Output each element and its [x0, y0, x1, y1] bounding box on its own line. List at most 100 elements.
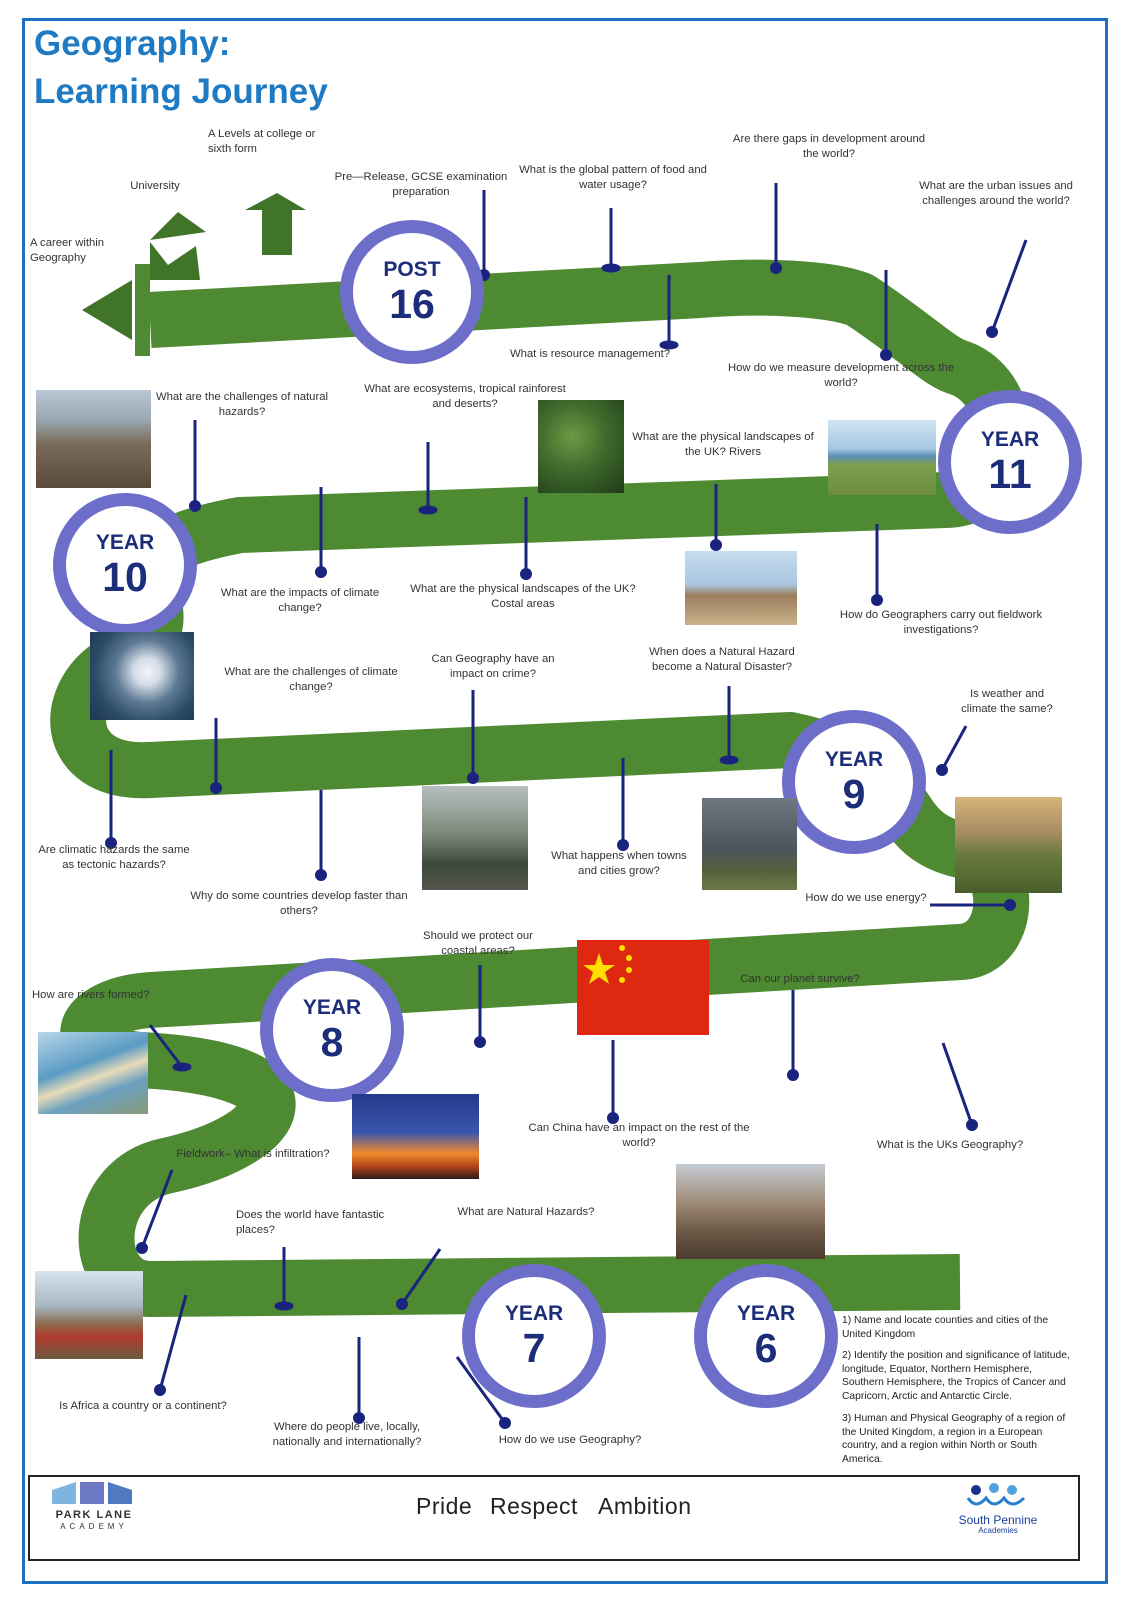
- connector-pin: [136, 1242, 148, 1254]
- photo-africa: [35, 1271, 143, 1359]
- badge-word: YEAR: [980, 428, 1040, 451]
- q-natural-hazards-challenges: What are the challenges of natural hazar…: [155, 391, 329, 418]
- badge-number: 9: [842, 771, 866, 817]
- badge-word: YEAR: [824, 748, 884, 771]
- dest-university: University: [130, 180, 180, 192]
- badge-year8: YEAR 8: [260, 958, 404, 1102]
- badge-year6: YEAR 6: [694, 1264, 838, 1408]
- connector-pin: [966, 1119, 978, 1131]
- badge-number: 10: [102, 554, 148, 600]
- q-resource: What is resource management?: [509, 348, 671, 360]
- photo-hurricane: [90, 632, 194, 720]
- connector-pin: [154, 1384, 166, 1396]
- school-logo-icon: [52, 1482, 132, 1504]
- q-where-live: Where do people live, locally, nationall…: [272, 1421, 422, 1448]
- school-sub: ACADEMY: [60, 1522, 128, 1531]
- connector-pin: [986, 326, 998, 338]
- university-arrowhead: [150, 212, 206, 240]
- connector-pin: [105, 837, 117, 849]
- connector-pin: [871, 594, 883, 606]
- badge-post16: POST 16: [340, 220, 484, 364]
- q-measure-dev: How do we measure development across the…: [727, 362, 955, 389]
- connector-pin: [936, 764, 948, 776]
- badge-word: YEAR: [302, 996, 362, 1019]
- connector-pin: [770, 262, 782, 274]
- q-rivers-formed: How are rivers formed?: [32, 989, 150, 1001]
- connector-line: [400, 1248, 442, 1305]
- connector-pin: [1004, 899, 1016, 911]
- badge-year11: YEAR 11: [938, 390, 1082, 534]
- q-protect-coast: Should we protect our coastal areas?: [423, 930, 533, 957]
- photo-landscape: [955, 797, 1062, 893]
- trust-name: South Pennine: [958, 1513, 1038, 1527]
- journey-path: [50, 259, 1032, 1317]
- motto-respect: Respect: [490, 1493, 578, 1519]
- q-energy: How do we use energy?: [805, 892, 927, 904]
- connector-pin: [601, 263, 621, 273]
- q-fieldwork: How do Geographers carry out fieldwork i…: [839, 609, 1043, 636]
- page-title-line2: Learning Journey: [34, 72, 328, 111]
- connector-pin: [274, 1301, 294, 1311]
- connector-pin: [710, 539, 722, 551]
- q-weather: Is weather and climate the same?: [961, 688, 1053, 715]
- footer-bar: [28, 1475, 1080, 1561]
- q-climate-challenges: What are the challenges of climate chang…: [224, 666, 398, 693]
- connector-line: [158, 1294, 188, 1391]
- connector-pin: [172, 1062, 192, 1072]
- connector-line: [990, 239, 1028, 333]
- badge-word: POST: [383, 258, 441, 281]
- alevels-arrowhead: [245, 193, 306, 210]
- connector-line: [455, 1356, 507, 1424]
- photo-police: [422, 786, 528, 890]
- photo-hazard-debris: [36, 390, 151, 488]
- connector-pin: [787, 1069, 799, 1081]
- career-arrow: [135, 264, 150, 356]
- curriculum-note-1: 1) Name and locate counties and cities o…: [842, 1315, 1049, 1340]
- photo-earthquake: [676, 1164, 825, 1259]
- connector-pin: [418, 505, 438, 515]
- photo-river-estuary: [38, 1032, 148, 1114]
- connector-line: [940, 725, 968, 771]
- q-natural-hazards: What are Natural Hazards?: [457, 1206, 595, 1218]
- trust-sub: Academies: [978, 1526, 1018, 1535]
- flag-china: [577, 940, 709, 1035]
- q-fantastic-places: Does the world have fantastic places?: [236, 1209, 385, 1236]
- badge-number: 11: [988, 451, 1032, 497]
- badge-number: 7: [522, 1325, 546, 1371]
- page-title-line1: Geography:: [34, 24, 231, 63]
- photo-coastal-erosion: [685, 551, 797, 625]
- q-coastal-uk: What are the physical landscapes of the …: [410, 583, 636, 610]
- badge-year10: YEAR 10: [53, 493, 197, 637]
- q-crime: Can Geography have an impact on crime?: [431, 653, 555, 680]
- q-develop-faster: Why do some countries develop faster tha…: [190, 890, 408, 917]
- q-natural-disaster: When does a Natural Hazard become a Natu…: [649, 646, 795, 673]
- q-africa: Is Africa a country or a continent?: [59, 1400, 227, 1412]
- dest-career: A career within Geography: [30, 237, 105, 264]
- q-food-water: What is the global pattern of food and w…: [519, 164, 707, 191]
- connector-pin: [315, 869, 327, 881]
- curriculum-note-3: 3) Human and Physical Geography of a reg…: [842, 1413, 1066, 1465]
- q-uk-geography: What is the UKs Geography?: [876, 1139, 1024, 1151]
- connector-line: [148, 1024, 184, 1068]
- badge-word: YEAR: [504, 1302, 564, 1325]
- connector-pin: [499, 1417, 511, 1429]
- q-planet: Can our planet survive?: [740, 973, 860, 985]
- badge-year7: YEAR 7: [462, 1264, 606, 1408]
- connector-pin: [396, 1298, 408, 1310]
- career-arrowhead: [82, 280, 132, 340]
- q-post16-prep: Pre—Release, GCSE examination preparatio…: [334, 171, 508, 198]
- badge-number: 8: [320, 1019, 344, 1065]
- dest-alevels: A Levels at college or sixth form: [208, 128, 316, 155]
- connector-pin: [315, 566, 327, 578]
- connector-pin: [474, 1036, 486, 1048]
- photo-tornado: [702, 798, 797, 890]
- q-urban: What are the urban issues and challenges…: [919, 180, 1073, 207]
- connector-line: [941, 1042, 974, 1126]
- badge-number: 6: [754, 1325, 778, 1371]
- connector-pin: [880, 349, 892, 361]
- connector-pin: [659, 340, 679, 350]
- q-climatic-tectonic: Are climatic hazards the same as tectoni…: [38, 844, 190, 871]
- connector-pin: [353, 1412, 365, 1424]
- connector-pin: [467, 772, 479, 784]
